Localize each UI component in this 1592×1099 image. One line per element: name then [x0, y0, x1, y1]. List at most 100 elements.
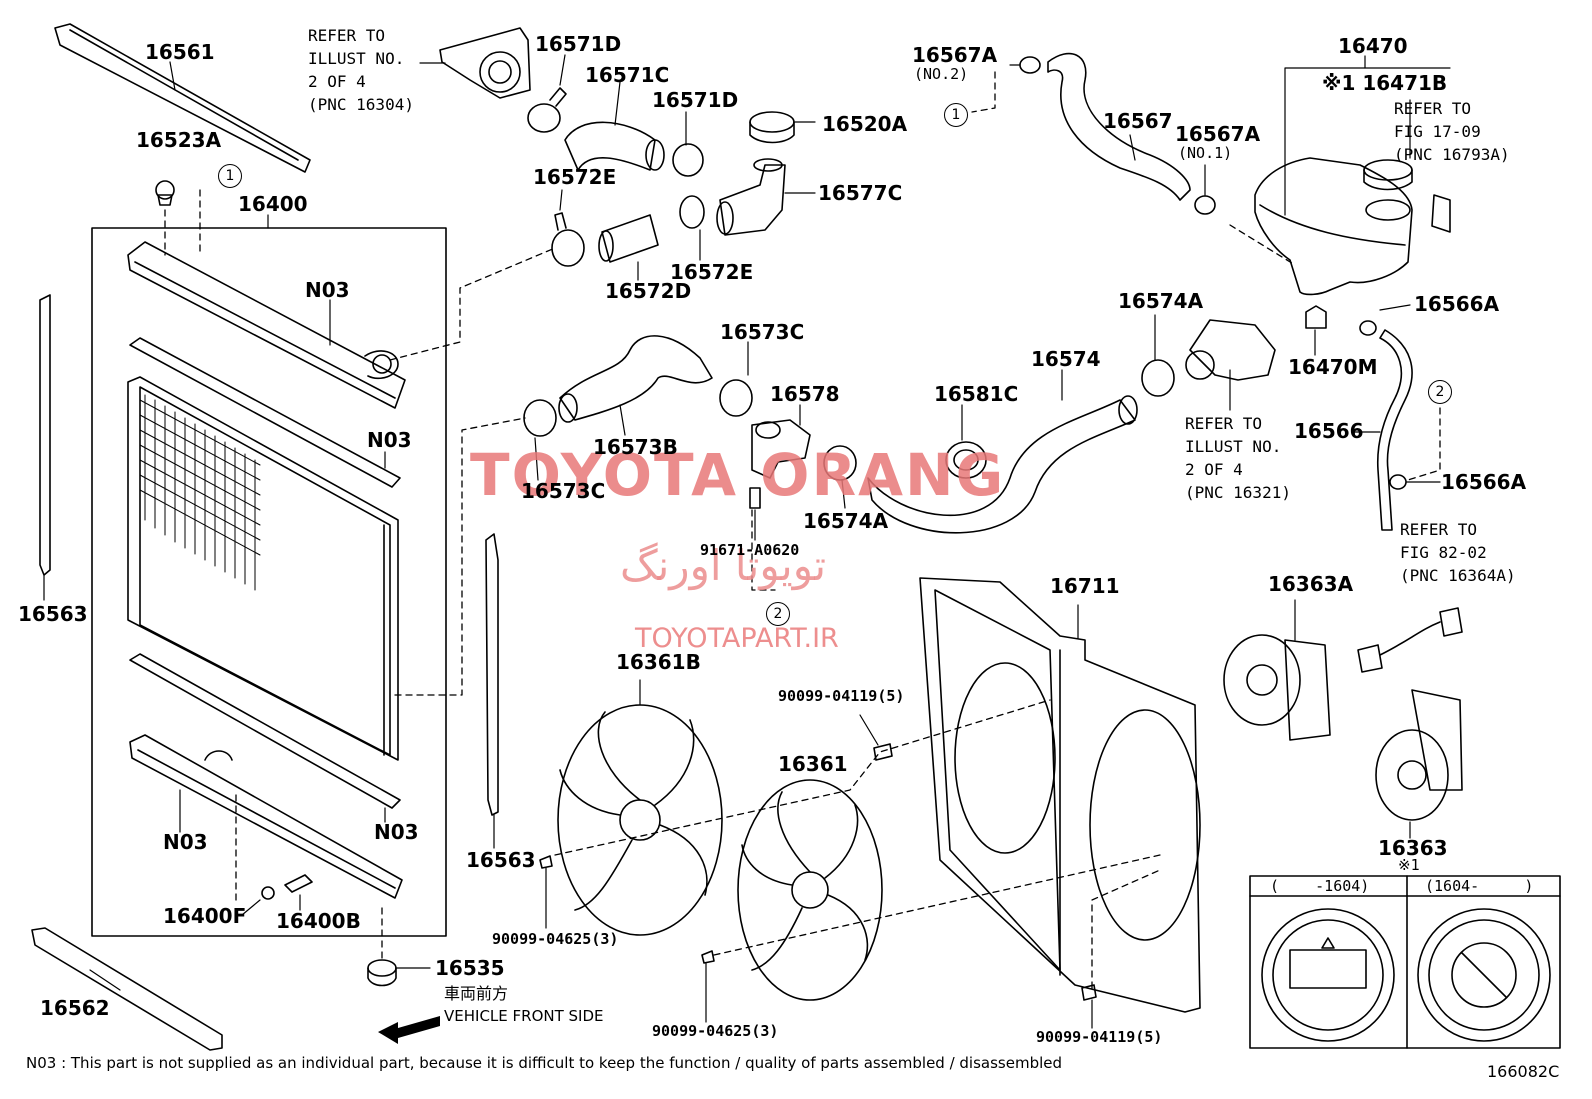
reference-note-16304: REFER TO ILLUST NO. 2 OF 4 (PNC 16304) [308, 26, 414, 114]
part-label-16577C: 16577C [818, 181, 903, 205]
reference-note-16321: REFER TO ILLUST NO. 2 OF 4 (PNC 16321) [1185, 414, 1291, 502]
callout-circle-2: 2 [1428, 380, 1452, 404]
label-plate [1431, 194, 1451, 233]
reference-note-fig17: REFER TO FIG 17-09 (PNC 16793A) [1394, 99, 1510, 164]
vehicle-front-arrow [378, 1016, 440, 1044]
side-seal-16563-left [39, 294, 51, 576]
part-label-16567A: 16567A [1175, 122, 1261, 146]
part-label-16361B: 16361B [616, 650, 701, 674]
footnote-n03: N03 : This part is not supplied as an in… [26, 1054, 1063, 1072]
clamp-16573C-a [719, 379, 753, 417]
cap-16520A [749, 111, 795, 144]
hose-16572D [598, 214, 659, 263]
part-label-bolt: 90099-04119(5) [778, 687, 905, 705]
part-label-16563: 16563 [18, 602, 88, 626]
clamp-16567A-no2 [1019, 56, 1041, 74]
part-label-16470M: 16470M [1288, 355, 1378, 379]
part-label-16567A: 16567A [912, 43, 998, 67]
part-label-16711: 16711 [1050, 574, 1120, 598]
part-label-16574A: 16574A [1118, 289, 1204, 313]
outlet-16321 [1185, 319, 1276, 381]
radiator-core-16400 [127, 376, 399, 761]
diagram-code: 166082C [1487, 1062, 1560, 1081]
clamp-16573C-b [523, 399, 557, 437]
part-label-16361: 16361 [778, 752, 848, 776]
clamp-16581C [945, 441, 987, 479]
dashed-connectors [164, 71, 1441, 989]
cushion-16523A [155, 180, 175, 206]
watermark-persian: تویوتا اورنگ [620, 541, 827, 590]
part-label-16571D: 16571D [535, 32, 622, 56]
hose-16571C [564, 121, 665, 171]
part-label-16566A: 16566A [1414, 292, 1500, 316]
clamp-16571D-b [672, 143, 704, 177]
part-label-16400B: 16400B [276, 909, 361, 933]
part-label-bolt: 90099-04119(5) [1036, 1028, 1163, 1046]
elbow-16577C [716, 158, 786, 236]
part-label-16566: 16566 [1294, 419, 1364, 443]
clamp-16574A-a [1141, 359, 1175, 397]
union-16578 [751, 419, 811, 479]
part-label-n03: N03 [374, 820, 419, 844]
reference-note-fig82: REFER TO FIG 82-02 (PNC 16364A) [1400, 520, 1516, 585]
water-outlet-top [439, 27, 531, 99]
radiator-frame-box [91, 227, 447, 937]
clamp-16572E-b [679, 195, 705, 229]
part-label-16571C: 16571C [585, 63, 670, 87]
lower-support-16562 [31, 927, 223, 1051]
clamp-16571D-a [527, 87, 567, 133]
hose-16567 [1047, 52, 1191, 201]
callout-circle-2: 2 [766, 602, 790, 626]
part-label-n03: N03 [305, 278, 350, 302]
motor-16363A [1223, 634, 1331, 741]
part-label-16574: 16574 [1031, 347, 1101, 371]
motor-16363 [1375, 689, 1463, 821]
part-label-16573B: 16573B [593, 435, 678, 459]
part-sublabel-no1: (NO.1) [1178, 144, 1233, 162]
part-label-16363: 16363 [1378, 836, 1448, 860]
part-label-bolt: 90099-04625(3) [492, 930, 619, 948]
clamp-16566A-b [1389, 474, 1407, 490]
cap-16471B [1363, 159, 1413, 191]
part-label-16578: 16578 [770, 382, 840, 406]
callout-circle-1: 1 [944, 103, 968, 127]
part-label-16573C: 16573C [521, 479, 606, 503]
shroud-16711 [919, 577, 1201, 1013]
part-label-16572E: 16572E [533, 165, 617, 189]
callout-circle-1: 1 [218, 164, 242, 188]
leader-lines [43, 54, 1451, 1029]
clamp-16574A-b [823, 445, 857, 481]
part-label-16561: 16561 [145, 40, 215, 64]
part-label-16562: 16562 [40, 996, 110, 1020]
watermark-brand: TOYOTA ORANG [470, 441, 1006, 509]
seal-strip-upper [129, 337, 401, 488]
fan-16361 [737, 779, 883, 1001]
part-label-16470: 16470 [1338, 34, 1408, 58]
part-label-16523A: 16523A [136, 128, 222, 152]
cushion-16470M [1305, 305, 1327, 329]
fan-16361B [557, 704, 723, 936]
connector-16364A [1357, 607, 1463, 673]
part-label-91671-A0620: 91671-A0620 [700, 541, 800, 559]
inset-range-left: ( -1604) [1270, 877, 1370, 895]
clamp-16572E-a [551, 212, 585, 267]
bolt-markers [539, 743, 1097, 1001]
part-label-16520A: 16520A [822, 112, 908, 136]
part-label-16535: 16535 [435, 956, 505, 980]
clamp-16567A-no1 [1194, 195, 1216, 215]
vehicle-front-jp: 車両前方 [444, 984, 509, 1003]
part-label-16567: 16567 [1103, 109, 1173, 133]
part-label-16571D: 16571D [652, 88, 739, 112]
cap-variant-inset [1249, 875, 1561, 1049]
drain-plug-16400B [261, 874, 313, 900]
lower-tank [129, 734, 403, 899]
part-sublabel-note1: ※1 [1398, 856, 1420, 874]
part-label-16574A: 16574A [803, 509, 889, 533]
hose-16566 [1376, 329, 1413, 531]
part-label-16400: 16400 [238, 192, 308, 216]
hose-16573B [558, 335, 713, 423]
part-label-16363A: 16363A [1268, 572, 1354, 596]
part-label-16581C: 16581C [934, 382, 1019, 406]
radiator-support-16561 [54, 23, 311, 173]
